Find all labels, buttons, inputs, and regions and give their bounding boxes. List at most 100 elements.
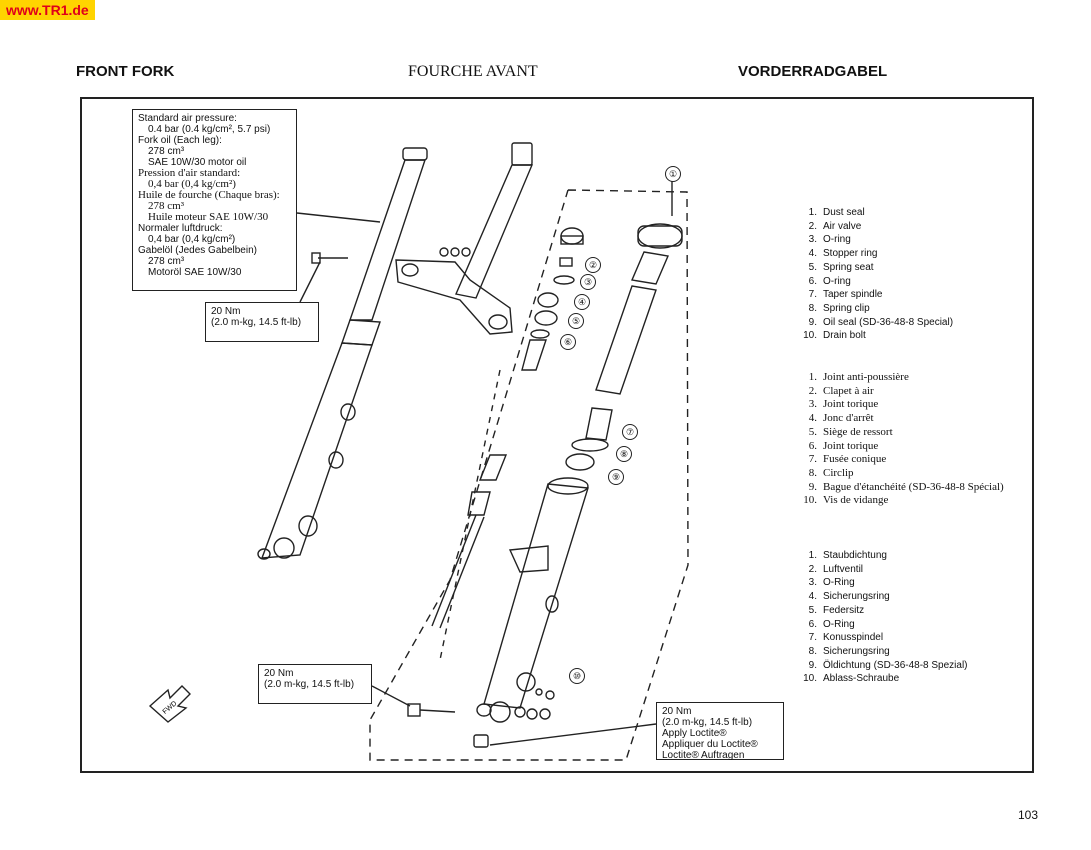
legend-number: 9. bbox=[808, 316, 817, 328]
legend-item: 2.Clapet à air bbox=[795, 385, 1004, 399]
legend-text: Ablass-Schraube bbox=[823, 673, 900, 685]
torque-box-axle: 20 Nm (2.0 m-kg, 14.5 ft-lb) bbox=[258, 664, 372, 704]
legend-item: 9.Öldichtung (SD-36-48-8 Spezial) bbox=[795, 659, 968, 673]
legend-number: 2. bbox=[808, 384, 817, 397]
site-watermark: www.TR1.de bbox=[0, 0, 95, 20]
torque-box-drain: 20 Nm (2.0 m-kg, 14.5 ft-lb) Apply Locti… bbox=[656, 702, 784, 761]
spec-de-line: 278 cm³ bbox=[148, 256, 185, 267]
legend-text: Federsitz bbox=[823, 604, 865, 616]
legend-number: 6. bbox=[808, 618, 817, 630]
legend-number: 8. bbox=[808, 302, 817, 314]
spec-en-line: 278 cm³ bbox=[148, 146, 185, 157]
legend-item: 7.Konusspindel bbox=[795, 631, 968, 645]
legend-text: Drain bolt bbox=[823, 330, 866, 342]
legend-text: Dust seal bbox=[823, 207, 865, 218]
callout-2: ② bbox=[585, 257, 601, 273]
leader-line bbox=[489, 723, 657, 746]
legend-item: 10. Ablass-Schraube bbox=[795, 672, 968, 686]
spec-fr-line: Pression d'air standard: bbox=[138, 167, 241, 179]
legend-number: 3. bbox=[808, 234, 817, 246]
legend-text: Fusée conique bbox=[823, 453, 887, 466]
legend-text: Joint torique bbox=[823, 398, 879, 411]
legend-text: Joint anti-poussière bbox=[823, 371, 909, 383]
top-bracket bbox=[311, 247, 513, 335]
legend-number: 4. bbox=[808, 591, 817, 603]
legend-item: 6. O-Ring bbox=[795, 618, 968, 632]
loctite-note-en: Apply Loctite® bbox=[662, 728, 727, 739]
legend-number: 7. bbox=[808, 632, 817, 644]
legend-item: 1. Dust seal bbox=[795, 206, 953, 220]
legend-text: O-Ring bbox=[823, 618, 855, 630]
legend-number: 8. bbox=[808, 466, 817, 479]
title-german: VORDERRADGABEL bbox=[738, 63, 888, 80]
legend-text: Jonc d'arrêt bbox=[823, 412, 874, 425]
legend-item: 3.O-Ring bbox=[795, 576, 968, 590]
callout-1: ① bbox=[665, 166, 681, 182]
legend-item: 2. Luftventil bbox=[795, 563, 968, 577]
legend-number: 4. bbox=[808, 248, 817, 260]
legend-text: Luftventil bbox=[823, 563, 864, 575]
legend-number: 4. bbox=[808, 412, 817, 425]
internal-parts bbox=[431, 227, 584, 629]
spec-de-line: Normaler luftdruck: bbox=[138, 223, 223, 234]
legend-item: 5.Federsitz bbox=[795, 604, 968, 618]
legend-text: Vis de vidange bbox=[823, 494, 889, 507]
callout-7: ⑦ bbox=[622, 424, 638, 440]
spec-en-line: 0.4 bar (0.4 kg/cm², 5.7 psi) bbox=[148, 124, 271, 135]
spec-de-line: 0,4 bar (0,4 kg/cm²) bbox=[148, 234, 236, 245]
legend-text: Öldichtung (SD-36-48-8 Spezial) bbox=[823, 659, 968, 671]
legend-number: 10. bbox=[803, 673, 817, 685]
legend-number: 9. bbox=[808, 480, 817, 493]
legend-text: O-ring bbox=[823, 234, 851, 246]
legend-number: 2. bbox=[808, 563, 817, 575]
legend-item: 3. O-ring bbox=[795, 233, 953, 247]
page-number: 103 bbox=[1018, 808, 1039, 822]
legend-text: Siège de ressort bbox=[823, 425, 893, 438]
loctite-note-fr: Appliquer du Loctite® bbox=[662, 739, 758, 750]
legend-item: 9.Bague d'étanchéité (SD-36-48-8 Spécial… bbox=[795, 481, 1004, 495]
legend-text: Circlip bbox=[823, 466, 854, 479]
torque-units: (2.0 m-kg, 14.5 ft-lb) bbox=[264, 679, 355, 690]
legend-text: Joint torique bbox=[823, 439, 879, 452]
torque-units: (2.0 m-kg, 14.5 ft-lb) bbox=[662, 717, 753, 728]
legend-item: 4.Sicherungsring bbox=[795, 590, 968, 604]
callout-10: ⑩ bbox=[569, 668, 585, 684]
forward-arrow-icon bbox=[148, 685, 191, 723]
spec-de-line: Gabelöl (Jedes Gabelbein) bbox=[138, 245, 257, 256]
fwd-label: FWD bbox=[162, 700, 179, 716]
callout-8: ⑧ bbox=[616, 446, 632, 462]
callout-6: ⑥ bbox=[560, 334, 576, 350]
loctite-note-de: Loctite® Auftragen bbox=[662, 750, 745, 761]
legend-item: 3.Joint torique bbox=[795, 398, 1004, 412]
leader-line bbox=[371, 685, 411, 707]
leader-line bbox=[299, 261, 321, 303]
spec-fr-line: 278 cm³ bbox=[148, 200, 184, 212]
callout-4: ④ bbox=[574, 294, 590, 310]
torque-units: (2.0 m-kg, 14.5 ft-lb) bbox=[211, 317, 302, 328]
spec-de-line: Motoröl SAE 10W/30 bbox=[148, 267, 242, 278]
legend-number: 7. bbox=[808, 289, 817, 301]
spec-en-line: SAE 10W/30 motor oil bbox=[148, 157, 247, 168]
legend-item: 7. Fusée conique bbox=[795, 453, 1004, 467]
legend-number: 1. bbox=[808, 207, 817, 218]
legend-text: O-Ring bbox=[823, 577, 855, 589]
legend-text: Staubdichtung bbox=[823, 550, 887, 561]
legend-item: 8.Sicherungsring bbox=[795, 645, 968, 659]
legend-number: 7. bbox=[808, 453, 817, 466]
legend-item: 4. Jonc d'arrêt bbox=[795, 412, 1004, 426]
leader-line bbox=[296, 212, 381, 223]
legend-number: 1. bbox=[808, 371, 817, 383]
legend-item: 9. Oil seal (SD-36-48-8 Special) bbox=[795, 316, 953, 330]
title-french: FOURCHE AVANT bbox=[408, 63, 538, 80]
legend-text: Taper spindle bbox=[823, 289, 883, 301]
left-fork-assembly bbox=[257, 147, 428, 560]
spec-en-line: Fork oil (Each leg): bbox=[138, 135, 222, 146]
torque-box-top: 20 Nm (2.0 m-kg, 14.5 ft-lb) bbox=[205, 302, 319, 342]
torque-value: 20 Nm bbox=[211, 306, 241, 317]
legend-text: Oil seal (SD-36-48-8 Special) bbox=[823, 316, 954, 328]
callout-5: ⑤ bbox=[568, 313, 584, 329]
